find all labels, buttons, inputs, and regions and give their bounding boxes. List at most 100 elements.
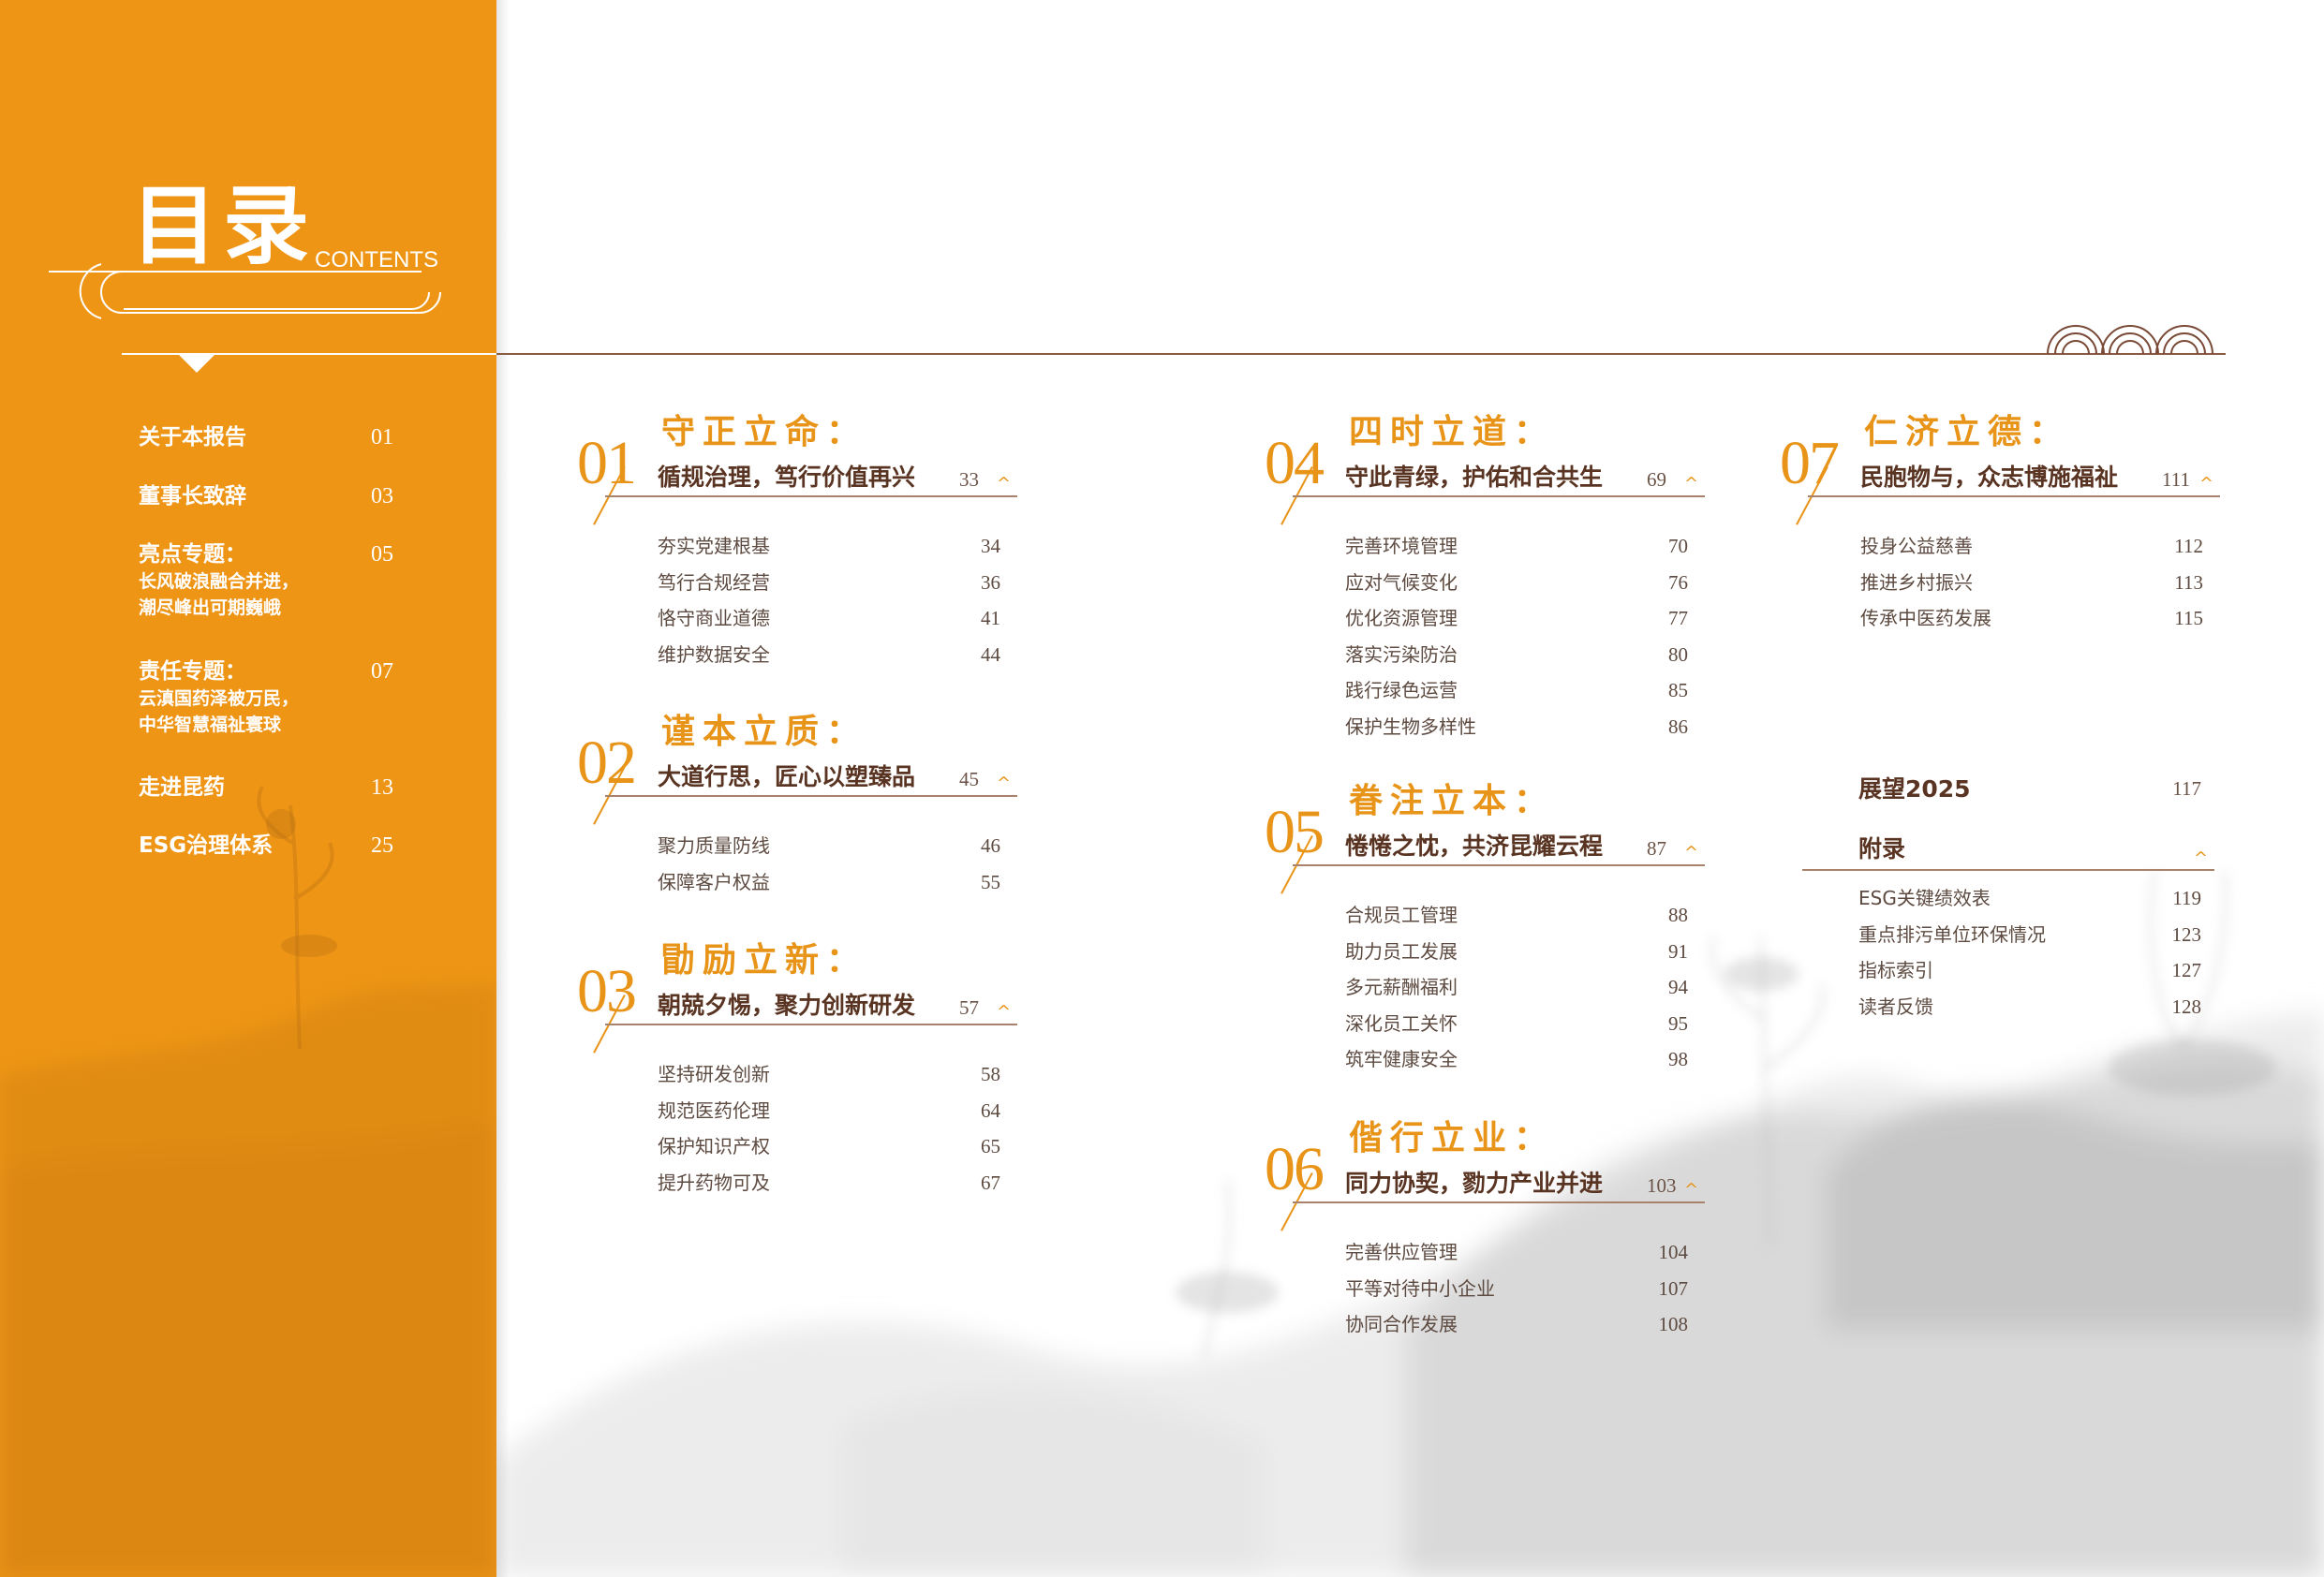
chapter-page: 57 xyxy=(959,996,979,1019)
chapter-subtitle[interactable]: 朝兢夕惕，聚力创新研发 xyxy=(658,992,916,1019)
caret-icon: ^ xyxy=(1684,843,1699,862)
page-title: 目录 xyxy=(131,176,316,276)
toc-entry[interactable]: 提升药物可及 67 xyxy=(658,1165,1010,1201)
toc-entry-label: 完善环境管理 xyxy=(1345,535,1458,557)
chapter-rule xyxy=(605,1024,1017,1025)
chapter-number: 05 xyxy=(1265,798,1325,866)
sidebar-item[interactable]: 关于本报告 01 xyxy=(139,423,420,451)
chapter-rule xyxy=(605,495,1017,497)
sidebar-item-sublabel: 云滇国药泽被万民， xyxy=(139,688,300,709)
chapter-subtitle[interactable]: 惓惓之忱，共济昆耀云程 xyxy=(1345,833,1604,860)
toc-entry-page: 88 xyxy=(1668,904,1688,926)
chapter-title: 守正立命： xyxy=(661,412,868,451)
toc-entry-label: 保障客户权益 xyxy=(658,870,770,893)
toc-entry-page: 67 xyxy=(981,1171,1000,1194)
toc-entry-page: 85 xyxy=(1668,679,1688,701)
chapter-page: 45 xyxy=(959,768,979,790)
chapter-page: 87 xyxy=(1647,837,1666,860)
chapter-page: 33 xyxy=(959,468,979,491)
sidebar-item-page: 01 xyxy=(371,425,393,450)
chapter-subtitle[interactable]: 守此青绿，护佑和合共生 xyxy=(1345,464,1604,491)
chapter-rule xyxy=(1293,1201,1705,1203)
sidebar-item-label: 关于本报告 xyxy=(139,425,246,450)
toc-entry-page: 77 xyxy=(1668,607,1688,629)
chapter-title: 四时立道： xyxy=(1349,412,1556,451)
sidebar-item-sublabel: 潮尽峰出可期巍峨 xyxy=(139,597,282,618)
toc-entry-label: 协同合作发展 xyxy=(1345,1313,1458,1335)
chapter-number: 04 xyxy=(1265,429,1325,497)
toc-entry-page: 41 xyxy=(981,607,1000,629)
toc-entry-label: 笃行合规经营 xyxy=(658,570,770,594)
chapter-subtitle[interactable]: 民胞物与，众志博施福祉 xyxy=(1860,464,2119,491)
outlook-entry[interactable]: 展望2025 117 xyxy=(1858,775,2211,803)
chapter-subtitle[interactable]: 同力协契，勠力产业并进 xyxy=(1345,1170,1604,1197)
toc-entry-label: 维护数据安全 xyxy=(658,642,770,666)
appendix-entry-page: 123 xyxy=(2171,922,2202,946)
appendix-entry-page: 127 xyxy=(2171,959,2202,981)
chapter-page: 103 xyxy=(1647,1174,1677,1197)
appendix-label[interactable]: 附录 xyxy=(1858,835,1906,862)
chapter-subtitle[interactable]: 大道行思，匠心以塑臻品 xyxy=(658,763,916,790)
toc-entry-page: 80 xyxy=(1668,642,1688,666)
toc-entry-page: 86 xyxy=(1668,715,1688,738)
caret-icon: ^ xyxy=(997,774,1012,793)
caret-icon: ^ xyxy=(997,474,1012,494)
toc-entry-label: 助力员工发展 xyxy=(1345,939,1458,963)
sidebar-decoration xyxy=(0,263,496,1577)
chapter-subtitle[interactable]: 循规治理，笃行价值再兴 xyxy=(658,464,916,491)
chapter-title: 谨本立质： xyxy=(661,712,868,751)
chapter-page: 111 xyxy=(2162,468,2190,491)
caret-icon: ^ xyxy=(1684,474,1699,494)
toc-entry-page: 65 xyxy=(981,1135,1000,1157)
chapter-page: 69 xyxy=(1647,468,1666,491)
chapter-rule xyxy=(1293,864,1705,866)
toc-entry-label: 提升药物可及 xyxy=(658,1171,770,1194)
sidebar-item-sublabel: 长风破浪融合并进， xyxy=(139,571,300,592)
toc-entry-label: 夯实党建根基 xyxy=(658,535,770,557)
toc-entry-label: 平等对待中小企业 xyxy=(1345,1276,1495,1300)
sidebar-item-label: 走进昆药 xyxy=(139,775,225,800)
